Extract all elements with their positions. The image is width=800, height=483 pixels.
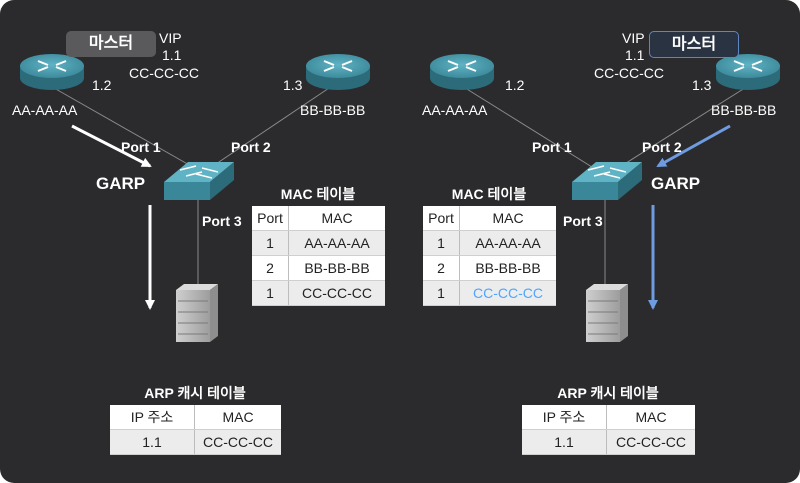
vip-label: VIP [622, 30, 645, 46]
server-icon [176, 284, 218, 342]
router-b-ip: 1.3 [283, 77, 303, 93]
router-a-mac: AA-AA-AA [12, 102, 78, 118]
master-badge: 마스터 [66, 31, 156, 57]
vip-label: VIP [159, 30, 182, 46]
switch-icon [572, 162, 642, 200]
mac-table-mac: AA-AA-AA [459, 230, 556, 256]
vip-ip: 1.1 [625, 47, 645, 63]
arp-table-header-mac: MAC [194, 405, 281, 430]
arp-table-mac: CC-CC-CC [194, 429, 281, 455]
router-icon [306, 54, 370, 90]
router-b-mac: BB-BB-BB [300, 102, 366, 118]
router-icon [716, 54, 780, 90]
mac-table-header-mac: MAC [459, 206, 556, 231]
vip-mac: CC-CC-CC [129, 65, 199, 81]
mac-table-header-port: Port [423, 206, 460, 231]
router-b-mac: BB-BB-BB [711, 102, 777, 118]
router-b-ip: 1.3 [692, 77, 712, 93]
arp-table-header-ip: IP 주소 [522, 405, 607, 430]
mac-table-mac: AA-AA-AA [288, 230, 385, 256]
mac-table-port: 1 [423, 230, 460, 256]
mac-table-mac: BB-BB-BB [459, 255, 556, 281]
switch-icon [164, 162, 234, 200]
mac-table-header-mac: MAC [288, 206, 385, 231]
mac-table-port: 2 [252, 255, 289, 281]
mac-table-mac: BB-BB-BB [288, 255, 385, 281]
garp-label: GARP [651, 174, 701, 193]
router-a-ip: 1.2 [505, 77, 525, 93]
vip-mac: CC-CC-CC [594, 65, 664, 81]
left-garp-arrows [71, 124, 155, 310]
mac-table-port: 2 [423, 255, 460, 281]
garp-label: GARP [96, 174, 146, 193]
mac-table-port: 1 [252, 230, 289, 256]
mac-table-mac: CC-CC-CC [288, 280, 385, 306]
arp-table-header-ip: IP 주소 [110, 405, 195, 430]
right-garp-arrows [648, 124, 731, 310]
mac-table-header-port: Port [252, 206, 289, 231]
arp-table-ip: 1.1 [522, 429, 607, 455]
vip-ip: 1.1 [162, 47, 182, 63]
port2-label: Port 2 [642, 139, 682, 155]
port3-label: Port 3 [563, 213, 603, 229]
port1-label: Port 1 [532, 139, 572, 155]
right-links [461, 85, 749, 290]
router-icon [430, 54, 494, 90]
mac-table-title: MAC 테이블 [451, 186, 527, 202]
arp-table-header-mac: MAC [606, 405, 695, 430]
master-badge: 마스터 [649, 31, 739, 58]
arp-table-ip: 1.1 [110, 429, 195, 455]
router-a-ip: 1.2 [92, 77, 112, 93]
left-links [53, 81, 339, 288]
router-a-mac: AA-AA-AA [422, 102, 488, 118]
server-icon [586, 284, 628, 342]
mac-table-port: 1 [423, 280, 460, 306]
arp-table-mac: CC-CC-CC [606, 429, 695, 455]
mac-table-title: MAC 테이블 [280, 186, 356, 202]
router-icon [20, 54, 84, 90]
arp-table-title: ARP 캐시 테이블 [144, 385, 246, 401]
port2-label: Port 2 [231, 139, 271, 155]
mac-table-mac-highlighted: CC-CC-CC [459, 280, 556, 306]
mac-table-port: 1 [252, 280, 289, 306]
arp-table-title: ARP 캐시 테이블 [557, 385, 659, 401]
port1-label: Port 1 [121, 139, 161, 155]
port3-label: Port 3 [202, 213, 242, 229]
